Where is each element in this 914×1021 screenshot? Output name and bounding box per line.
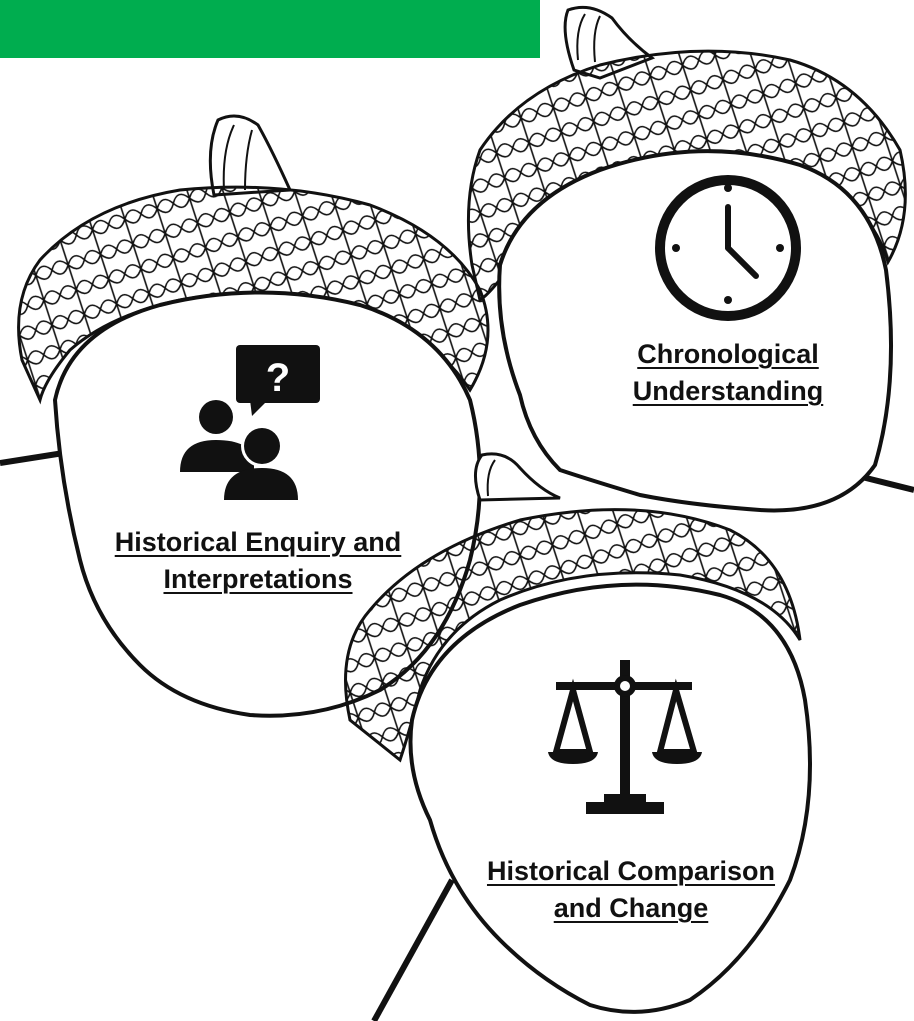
acorn-title-enquiry: Historical Enquiry and Interpretations xyxy=(82,524,434,598)
title-line-1: Historical Enquiry and xyxy=(114,527,402,557)
connector-line-bottom xyxy=(371,878,455,1021)
acorn-title-chronological: Chronological Understanding xyxy=(596,336,860,410)
title-line-2: and Change xyxy=(553,893,709,923)
acorn-cap xyxy=(344,508,802,763)
title-line-1: Chronological xyxy=(637,339,819,369)
svg-text:?: ? xyxy=(266,356,290,400)
acorn-stem xyxy=(208,114,293,197)
connector-line-right xyxy=(861,474,914,493)
title-line-1: Historical Comparison xyxy=(486,856,776,886)
people-question-icon: ? xyxy=(180,345,320,500)
title-line-2: Understanding xyxy=(632,376,824,406)
title-line-2: Interpretations xyxy=(163,564,353,594)
clock-icon xyxy=(655,175,801,321)
acorn-title-comparison: Historical Comparison and Change xyxy=(448,853,814,927)
balance-scale-icon xyxy=(548,660,702,814)
acorn-stem xyxy=(474,452,561,502)
green-banner xyxy=(0,0,540,58)
